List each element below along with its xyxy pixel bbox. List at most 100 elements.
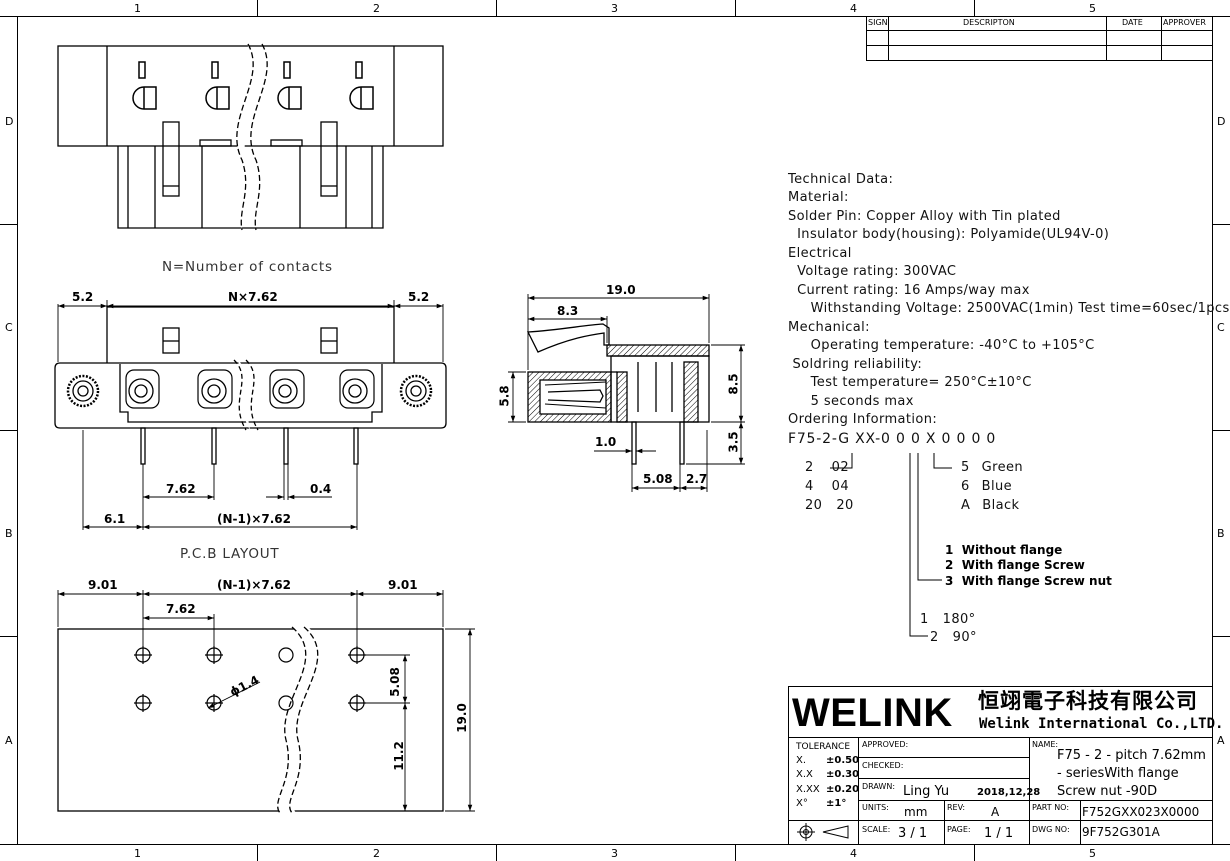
- zone-label-top-1: 1: [134, 2, 141, 15]
- title-block-grid: [788, 686, 1213, 845]
- tech-line-1: Material:: [788, 190, 849, 205]
- zone-label-bottom-1: 1: [134, 847, 141, 860]
- dim-front-span: N×7.62: [228, 290, 278, 304]
- ordering-flange-1: 1 Without flange: [945, 543, 1063, 557]
- ordering-flange-3: 3 With flange Screw nut: [945, 574, 1112, 588]
- tech-line-3: Insulator body(housing): Polyamide(UL94V…: [788, 227, 1110, 242]
- color-code: A: [961, 498, 971, 513]
- tol-key: X.XX: [796, 784, 820, 795]
- tol-value: ±0.50: [826, 755, 860, 766]
- angle-code: 1: [920, 612, 929, 627]
- part-no-value: F752GXX023X0000: [1082, 805, 1200, 819]
- dim-pcb-left: 9.01: [88, 578, 118, 592]
- ordering-color-black: A Black: [961, 498, 1019, 513]
- tol-value: ±1°: [826, 798, 847, 809]
- scale-value: 3 / 1: [898, 826, 928, 841]
- revision-table-grid: [866, 16, 1213, 61]
- tech-line-10: Soldring reliability:: [788, 357, 923, 372]
- tech-line-6: Current rating: 16 Amps/way max: [788, 283, 1030, 298]
- angle-value: 90°: [952, 630, 977, 645]
- tech-line-9: Operating temperature: -40°C to +105°C: [788, 338, 1095, 353]
- angle-value: 180°: [942, 612, 976, 627]
- rev-header-sign: SIGN: [868, 18, 888, 27]
- dim-pcb-row: 5.08: [387, 667, 402, 697]
- zone-label-right-a: A: [1217, 734, 1225, 747]
- dim-side-depth: 8.3: [557, 304, 579, 318]
- ordering-pos-code: 20: [805, 498, 823, 513]
- dim-pcb-span: (N-1)×7.62: [217, 578, 292, 592]
- dim-side-pin-width: 1.0: [595, 435, 617, 449]
- ordering-pos-value: 02: [831, 460, 850, 475]
- rev-value: A: [991, 805, 1000, 819]
- checked-label: CHECKED:: [862, 761, 904, 770]
- units-label: UNITS:: [862, 803, 889, 812]
- tech-line-0: Technical Data:: [788, 172, 894, 187]
- color-code: 6: [961, 479, 970, 494]
- tol-value: ±0.20: [826, 784, 860, 795]
- tol-value: ±0.30: [826, 769, 860, 780]
- name-line-2: - seriesWith flange: [1057, 766, 1179, 781]
- tolerance-row-3: X.XX ±0.20: [796, 784, 859, 795]
- company-logo: WELINK: [792, 691, 953, 735]
- approved-label: APPROVED:: [862, 740, 909, 749]
- units-value: mm: [904, 805, 928, 819]
- ordering-tree: [830, 453, 952, 637]
- dim-side-pin-length: 3.5: [726, 431, 741, 453]
- dim-side-body: 8.5: [726, 373, 741, 395]
- zone-label-bottom-4: 4: [850, 847, 857, 860]
- pcb-layout-label: P.C.B LAYOUT: [180, 546, 280, 562]
- tol-key: X.X: [796, 769, 813, 780]
- drawn-by: Ling Yu: [903, 784, 950, 799]
- zone-label-left-c: C: [5, 321, 13, 334]
- pcb-dimensions: [57, 590, 475, 812]
- dim-side-length: 19.0: [606, 283, 636, 297]
- rev-header-date: DATE: [1122, 18, 1143, 27]
- color-name: Green: [981, 460, 1024, 475]
- angle-code: 2: [930, 630, 939, 645]
- tech-line-5: Voltage rating: 300VAC: [788, 264, 957, 279]
- ordering-pos-value: 04: [831, 479, 850, 494]
- ordering-color-blue: 6 Blue: [961, 479, 1012, 494]
- side-dimensions: [508, 294, 745, 492]
- ordering-flange-2: 2 With flange Screw: [945, 558, 1085, 572]
- rev-header-description: DESCRIPTON: [963, 18, 1015, 27]
- tech-line-13: Ordering Information:: [788, 412, 938, 427]
- zone-label-right-d: D: [1217, 115, 1226, 128]
- tech-line-8: Mechanical:: [788, 320, 870, 335]
- dim-pcb-height: 19.0: [454, 703, 469, 733]
- zone-label-bottom-2: 2: [373, 847, 380, 860]
- zone-label-bottom-5: 5: [1089, 847, 1096, 860]
- top-view: [57, 43, 444, 231]
- tech-line-11: Test temperature= 250°C±10°C: [788, 375, 1032, 390]
- tol-key: X.: [796, 755, 807, 766]
- zone-label-right-c: C: [1217, 321, 1225, 334]
- tech-line-7: Withstanding Voltage: 2500VAC(1min) Test…: [788, 301, 1230, 316]
- zone-label-right-b: B: [1217, 527, 1225, 540]
- dim-side-pin-offset: 5.08: [643, 472, 673, 486]
- zone-label-top-3: 3: [611, 2, 618, 15]
- tol-key: X°: [796, 798, 808, 809]
- zone-label-left-b: B: [5, 527, 13, 540]
- tolerance-row-1: X. ±0.50: [796, 755, 859, 766]
- ordering-angle-180: 1 180°: [920, 612, 976, 627]
- zone-label-top-5: 5: [1089, 2, 1096, 15]
- dim-front-right: 5.2: [408, 290, 430, 304]
- dim-front-offset: 6.1: [104, 512, 126, 526]
- dim-side-height: 5.8: [497, 385, 512, 407]
- tolerance-label: TOLERANCE: [796, 742, 851, 752]
- drawn-date: 2018,12,28: [977, 787, 1041, 798]
- company-name-en: Welink International Co.,LTD.: [979, 716, 1224, 732]
- zone-label-left-d: D: [5, 115, 14, 128]
- dim-pcb-pitch: 7.62: [166, 602, 196, 616]
- tolerance-row-4: X° ±1°: [796, 798, 846, 809]
- color-name: Black: [982, 498, 1020, 513]
- name-label: NAME:: [1032, 740, 1059, 749]
- dim-pcb-right: 9.01: [388, 578, 418, 592]
- color-name: Blue: [981, 479, 1013, 494]
